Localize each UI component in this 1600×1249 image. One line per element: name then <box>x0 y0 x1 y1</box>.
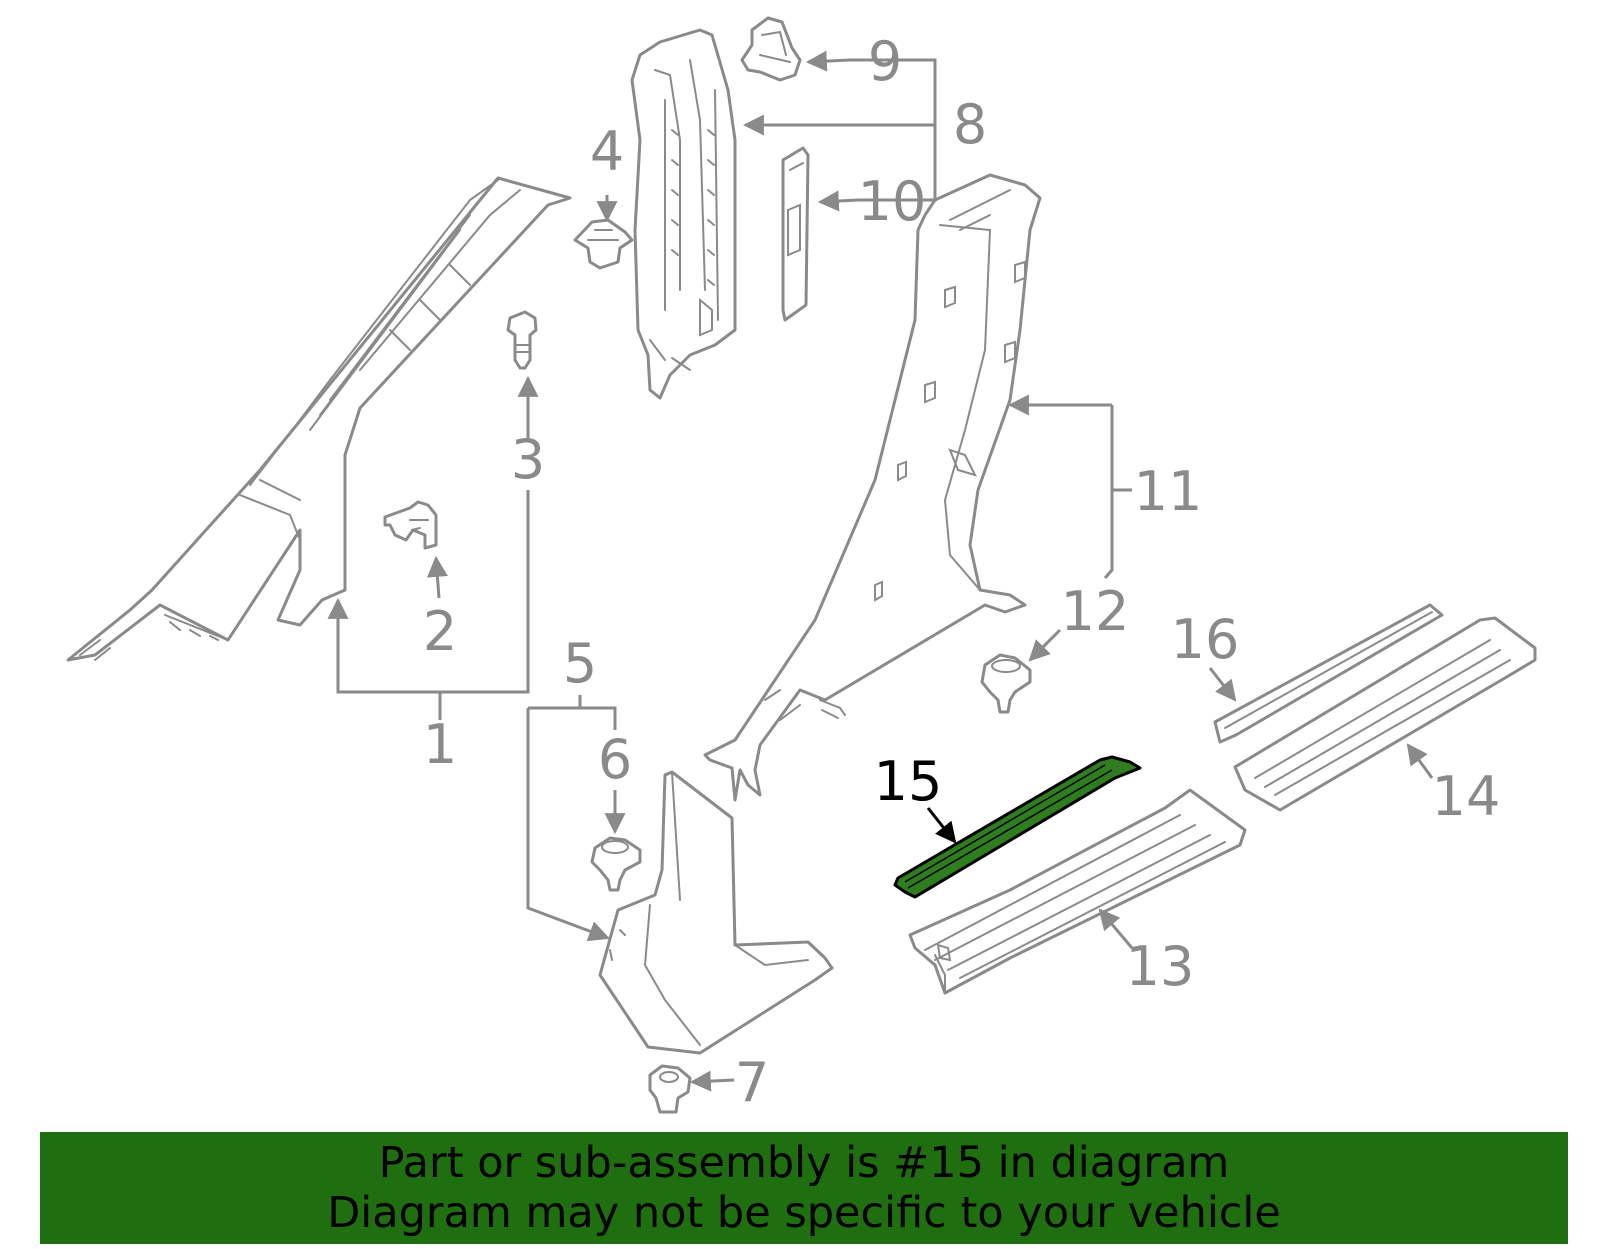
info-banner: Part or sub-assembly is #15 in diagram D… <box>40 1132 1568 1244</box>
callout-10: 10 <box>858 170 927 233</box>
callout-8: 8 <box>953 93 987 156</box>
part-2-clip <box>383 500 438 550</box>
part-1-a-pillar-trim <box>66 176 572 662</box>
callout-13: 13 <box>1126 935 1195 998</box>
callout-9: 9 <box>868 30 902 93</box>
callout-14: 14 <box>1432 765 1501 828</box>
part-3-push-pin <box>506 310 538 370</box>
callout-3: 3 <box>511 428 545 491</box>
callout-15-highlighted: 15 <box>874 750 943 813</box>
part-7-nut <box>648 1064 692 1114</box>
callout-5: 5 <box>563 632 597 695</box>
callout-1: 1 <box>423 713 457 776</box>
banner-line-1: Part or sub-assembly is #15 in diagram <box>378 1138 1230 1188</box>
banner-line-2: Diagram may not be specific to your vehi… <box>327 1188 1281 1238</box>
part-4-retainer <box>573 218 634 270</box>
part-9-clip <box>740 16 802 82</box>
callout-11: 11 <box>1134 460 1203 523</box>
callout-4: 4 <box>590 120 624 183</box>
callout-16: 16 <box>1171 608 1240 671</box>
part-12-push-clip <box>980 653 1032 714</box>
part-8-b-pillar-upper <box>630 28 737 400</box>
part-10-seal-strip <box>781 146 810 322</box>
part-16-scuff-strip <box>1213 603 1444 744</box>
part-13-front-sill <box>908 788 1247 995</box>
callout-2: 2 <box>423 600 457 663</box>
callout-labels: 1 2 3 4 5 6 7 8 9 10 11 12 13 14 16 15 <box>423 30 1501 1114</box>
part-11-b-pillar-lower <box>703 173 1042 802</box>
part-15-highlighted-strip <box>893 755 1142 899</box>
leader-lines <box>327 50 1434 1092</box>
callout-6: 6 <box>598 728 632 791</box>
part-14-rear-sill <box>1233 616 1537 812</box>
callout-12: 12 <box>1061 580 1130 643</box>
callout-7: 7 <box>735 1051 769 1114</box>
leader-15 <box>926 807 957 844</box>
part-6-push-clip <box>590 836 642 892</box>
part-5-kick-panel <box>598 770 834 1055</box>
